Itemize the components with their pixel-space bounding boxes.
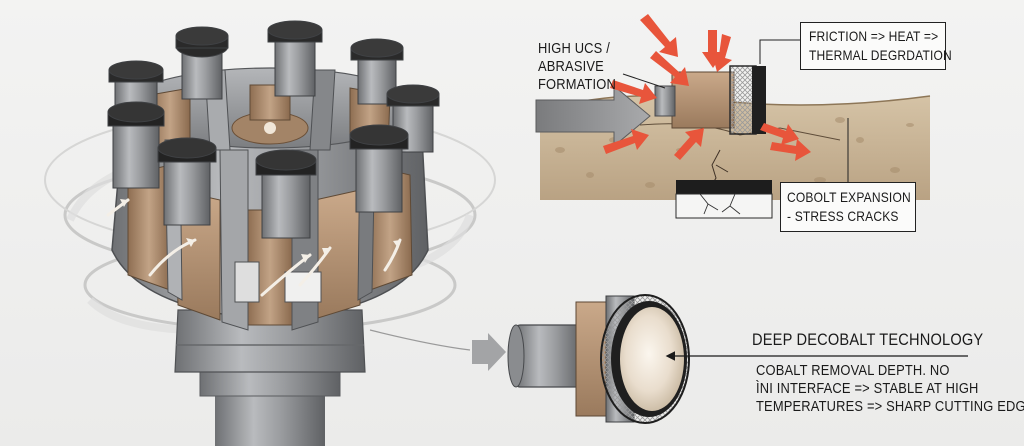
drill-bit-illustration <box>44 20 496 446</box>
friction-callout-box: FRICTION => HEAT => THERMAL DEGRDATION <box>800 22 952 70</box>
bit-to-cutter-pointer <box>369 329 506 371</box>
rock-formation-section <box>535 14 931 219</box>
deep-line-2: ÌNI INTERFACE => STABLE AT HIGH <box>756 380 979 397</box>
high-ucs-line-3: FORMATION <box>538 76 616 93</box>
high-ucs-label: HIGH UCS / ABRASIVE FORMATION <box>538 40 616 94</box>
deep-decobalt-cutter <box>507 294 968 424</box>
cobolt-line-2: - STRESS CRACKS <box>787 208 899 224</box>
deep-decobalt-description: COBALT REMOVAL DEPTH. NO ÌNI INTERFACE =… <box>756 362 1024 416</box>
high-ucs-line-1: HIGH UCS / <box>538 40 610 57</box>
friction-line-1: FRICTION => HEAT => <box>809 28 939 44</box>
deep-decobalt-title: DEEP DECOBALT TECHNOLOGY <box>752 330 984 349</box>
cobolt-callout-box: COBOLT EXPANSION - STRESS CRACKS <box>780 182 916 232</box>
deep-line-3: TEMPERATURES => SHARP CUTTING EDGE <box>756 398 1024 415</box>
deep-line-1: COBALT REMOVAL DEPTH. NO <box>756 362 950 379</box>
cobolt-line-1: COBOLT EXPANSION <box>787 189 911 205</box>
high-ucs-line-2: ABRASIVE <box>538 58 604 75</box>
friction-line-2: THERMAL DEGRDATION <box>809 47 952 63</box>
